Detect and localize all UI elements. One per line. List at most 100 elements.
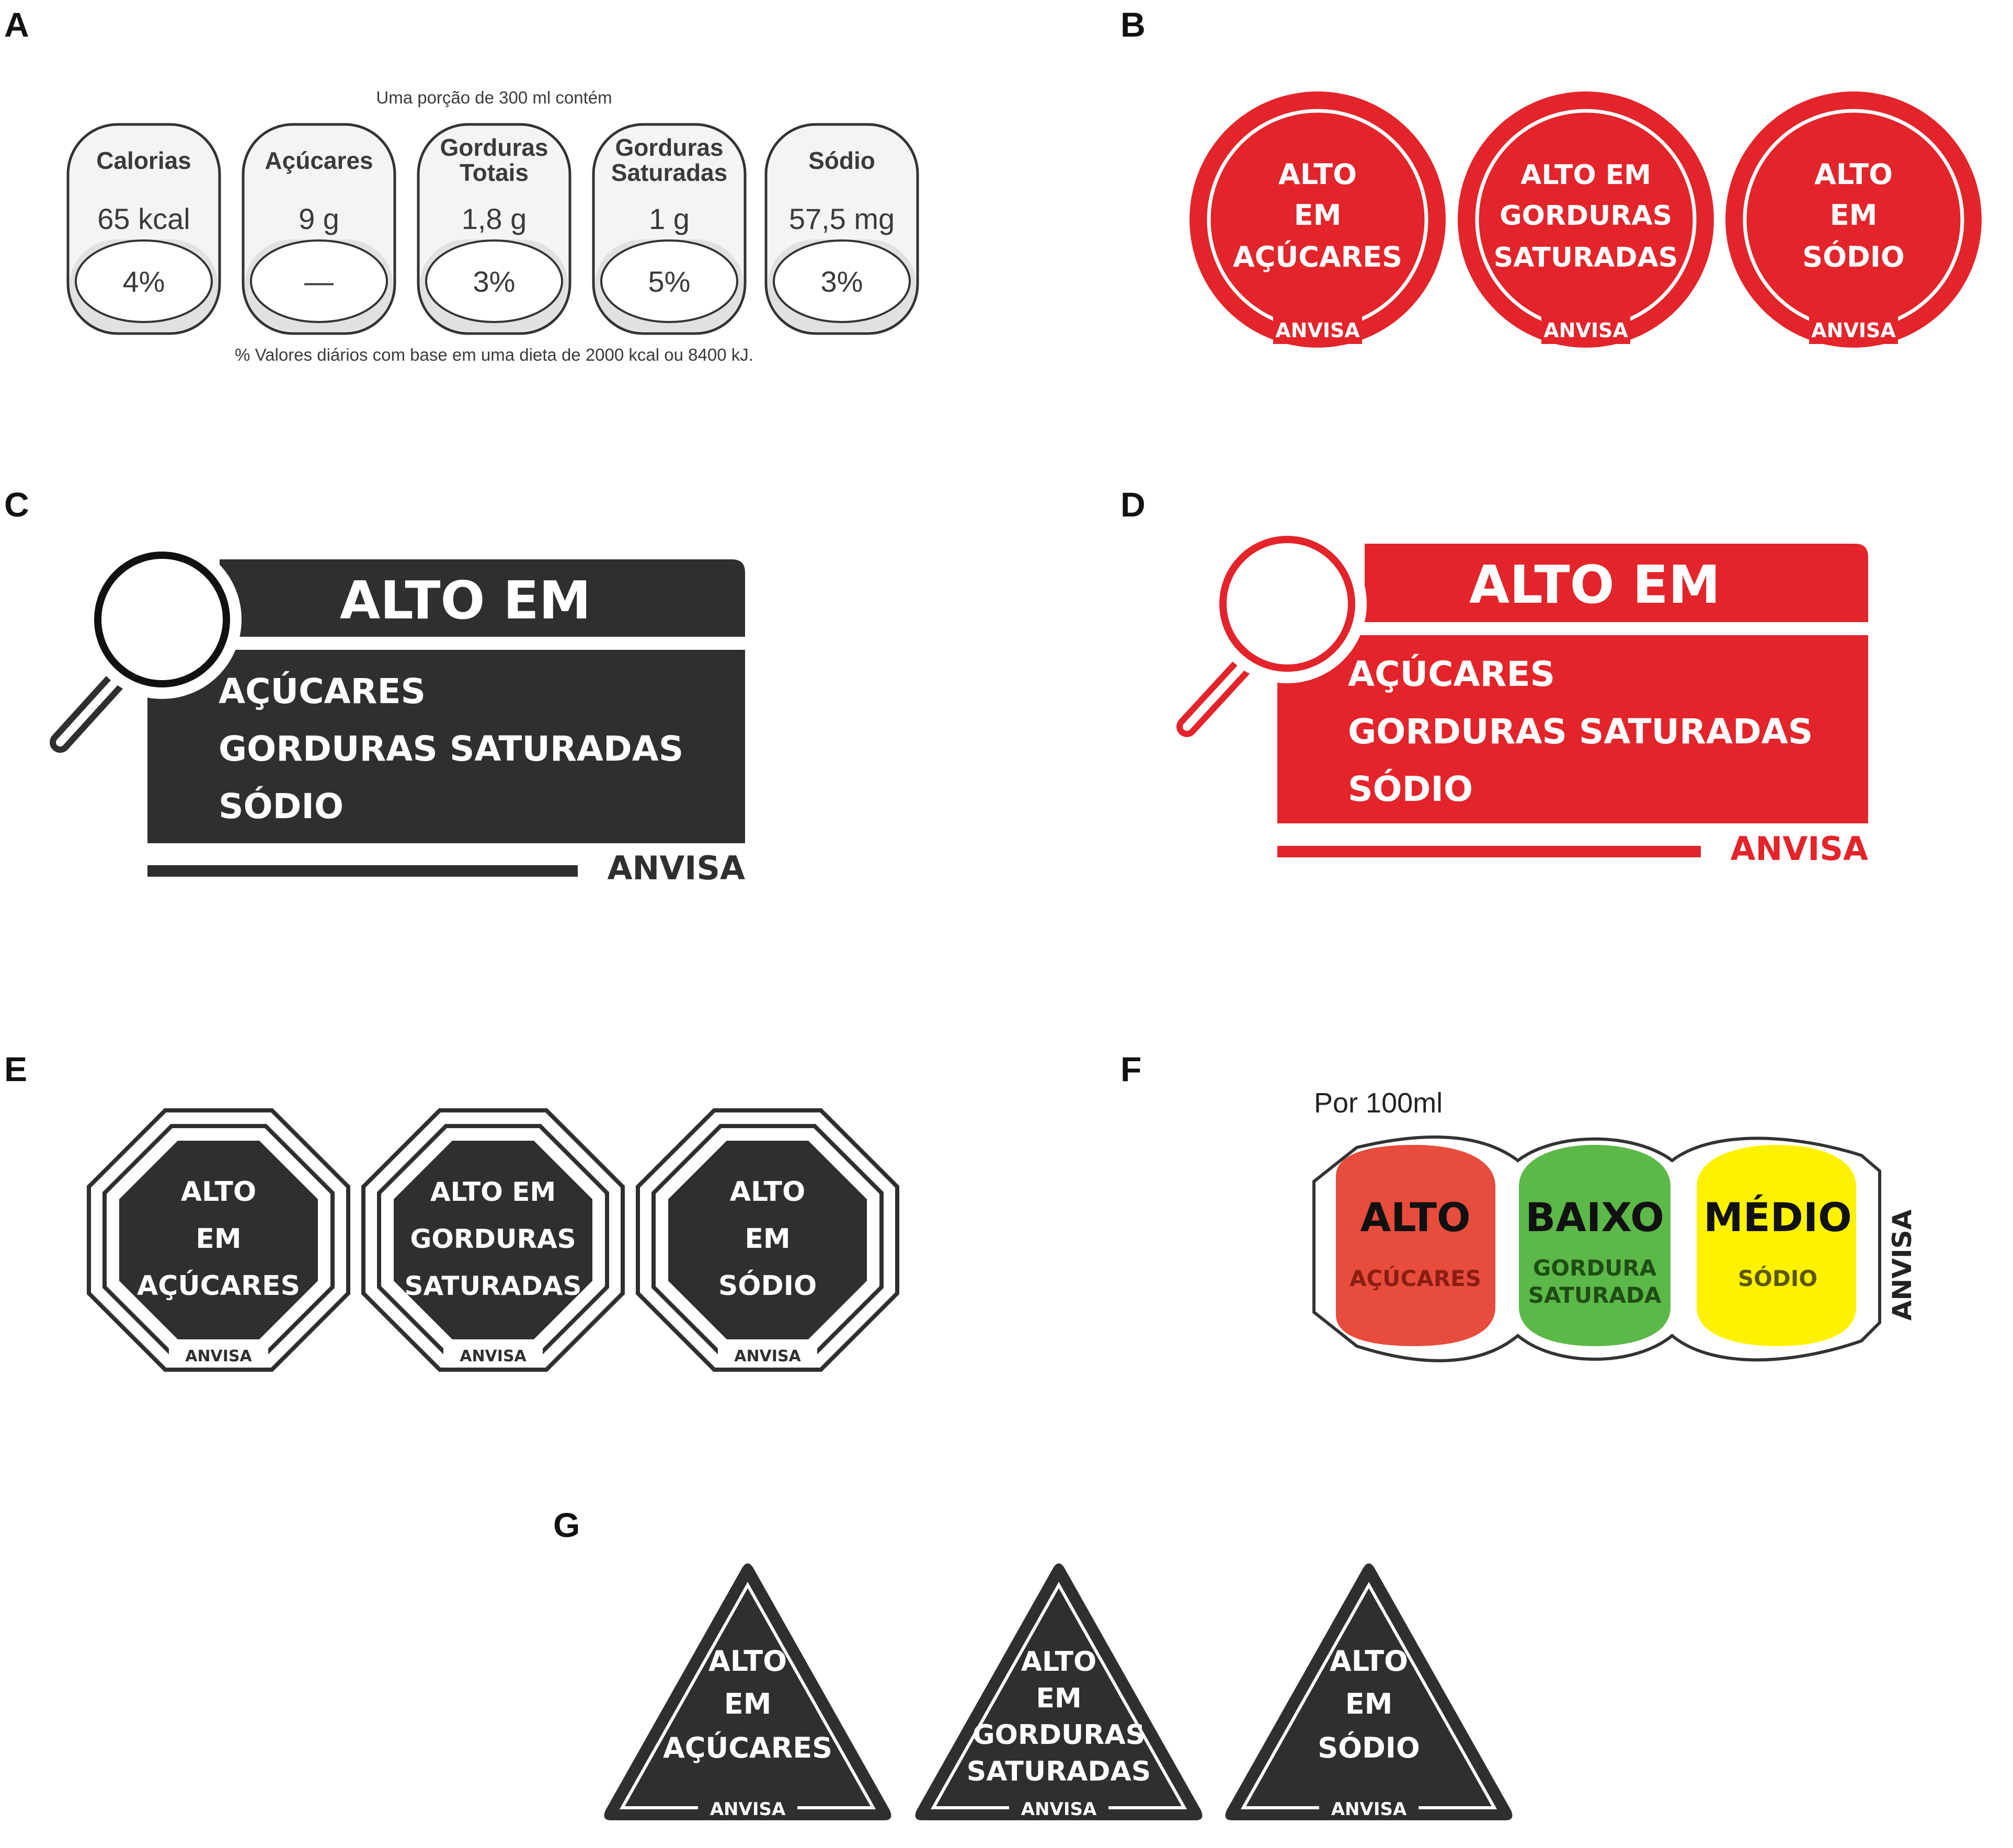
- triangle-seal: ALTO EM AÇÚCARES ANVISA: [604, 1563, 891, 1820]
- panel-c: C ALTO EM AÇÚCARES GORDURAS SATURADAS SÓ…: [4, 485, 745, 887]
- nutrient-label: GORDURA: [1533, 1255, 1657, 1281]
- nutrient-amount: 1,8 g: [462, 202, 527, 235]
- seal-line1: ALTO: [708, 1645, 787, 1678]
- panel-letter-g: G: [553, 1506, 580, 1544]
- panel-letter-b: B: [1120, 5, 1146, 44]
- list-item: AÇÚCARES: [219, 671, 426, 711]
- seal-line3: AÇÚCARES: [663, 1731, 832, 1764]
- brand-label: ANVISA: [607, 849, 745, 887]
- list-item: GORDURAS SATURADAS: [219, 729, 683, 769]
- seal-line3: SATURADAS: [1494, 242, 1678, 273]
- seal-line1: ALTO: [730, 1176, 805, 1208]
- seal-line3: AÇÚCARES: [137, 1269, 300, 1302]
- seal-line3: SÓDIO: [1318, 1731, 1420, 1764]
- per-serving: Por 100ml: [1314, 1087, 1443, 1119]
- nutrient-cylinder: Sódio 57,5 mg 3%: [764, 123, 919, 335]
- level-label: BAIXO: [1525, 1194, 1664, 1241]
- traffic-light-yellow: MÉDIO SÓDIO: [1697, 1145, 1856, 1346]
- nutrient-amount: 9 g: [299, 202, 339, 235]
- seal-line3: AÇÚCARES: [1233, 240, 1402, 273]
- seal-brand: ANVISA: [1331, 1799, 1407, 1820]
- nutrient-daily-value: 5%: [648, 265, 691, 298]
- level-label: ALTO: [1360, 1194, 1470, 1241]
- nutrient-name: Gorduras: [440, 134, 548, 161]
- panel-letter-c: C: [4, 485, 29, 524]
- nutrient-amount: 65 kcal: [97, 202, 190, 235]
- nutrient-cylinder: Calorias 65 kcal 4%: [66, 123, 221, 335]
- panel-d: D ALTO EM AÇÚCARES GORDURAS SATURADAS SÓ…: [1120, 485, 1868, 868]
- nutrient-label: AÇÚCARES: [1349, 1265, 1481, 1291]
- seal-line1: ALTO: [1021, 1646, 1096, 1678]
- nutrient-name: Gorduras: [615, 134, 723, 161]
- triangle-seal: ALTO EM GORDURAS SATURADAS ANVISA: [915, 1563, 1203, 1820]
- seal-line2: GORDURAS: [1500, 200, 1672, 232]
- panel-a: A Uma porção de 300 ml contém Calorias 6…: [4, 5, 919, 364]
- panel-g: G ALTO EM AÇÚCARES ANVISA ALTO EM GORDUR…: [553, 1506, 1513, 1820]
- nutrient-label: SÓDIO: [1738, 1265, 1817, 1291]
- seal-line1: ALTO EM: [430, 1177, 556, 1207]
- brand-label: ANVISA: [1730, 830, 1868, 868]
- seal-line3: SÓDIO: [718, 1269, 817, 1302]
- seal-line1: ALTO: [181, 1176, 256, 1208]
- nutrient-daily-value: 4%: [123, 265, 165, 298]
- list-item: AÇÚCARES: [1348, 654, 1555, 694]
- seal-line2: GORDURAS: [410, 1224, 576, 1254]
- seal-line2: EM: [1036, 1683, 1081, 1714]
- red-circle-seal: ALTO EM GORDURAS SATURADAS ANVISA: [1458, 91, 1714, 348]
- octagon-seal: ALTO EM AÇÚCARES ANVISA: [87, 1108, 350, 1372]
- nutrient-name: Sódio: [808, 147, 875, 174]
- list-item: SÓDIO: [1348, 769, 1473, 809]
- seal-brand: ANVISA: [1811, 319, 1896, 342]
- panel-e: E ALTO EM AÇÚCARES ANVISA ALTO EM GORDUR…: [4, 1050, 899, 1372]
- nutrient-cylinder: Açúcares 9 g —: [242, 123, 396, 335]
- seal-line4: SATURADAS: [967, 1756, 1151, 1787]
- daily-values-footnote: % Valores diários com base em uma dieta …: [235, 345, 753, 364]
- red-circle-seal: ALTO EM AÇÚCARES ANVISA: [1190, 91, 1446, 348]
- seal-line2: EM: [196, 1223, 241, 1255]
- seal-line2: EM: [1345, 1688, 1393, 1720]
- triangle-seal: ALTO EM SÓDIO ANVISA: [1225, 1563, 1513, 1820]
- nutrient-cylinder: Gorduras Totais 1,8 g 3%: [417, 123, 571, 335]
- traffic-light-red: ALTO AÇÚCARES: [1336, 1145, 1495, 1346]
- header-title: ALTO EM: [340, 570, 591, 631]
- seal-line2: EM: [1294, 199, 1342, 232]
- panel-letter-d: D: [1120, 485, 1146, 524]
- header-title: ALTO EM: [1469, 554, 1720, 615]
- seal-line3: GORDURAS: [973, 1719, 1145, 1751]
- seal-line2: EM: [745, 1223, 790, 1255]
- nutrient-daily-value: —: [304, 265, 334, 298]
- octagon-seal: ALTO EM SÓDIO ANVISA: [636, 1108, 899, 1372]
- panel-b: B ALTO EM AÇÚCARES ANVISA ALTO EM GORDUR…: [1120, 5, 1982, 348]
- nutrient-daily-value: 3%: [821, 265, 863, 298]
- seal-line2: EM: [1830, 199, 1878, 232]
- nutrient-daily-value: 3%: [473, 265, 516, 298]
- seal-line2: EM: [724, 1688, 772, 1720]
- nutrient-cylinder: Gorduras Saturadas 1 g 5%: [592, 123, 747, 335]
- nutrient-label-line2: SATURADA: [1528, 1282, 1662, 1308]
- panel-f: F Por 100ml ALTO AÇÚCARES BAIXO GORDURA …: [1120, 1050, 1917, 1362]
- nutrient-name-line2: Saturadas: [611, 159, 727, 186]
- seal-brand: ANVISA: [710, 1799, 786, 1820]
- magnifier-icon: [50, 540, 242, 753]
- seal-line1: ALTO: [1330, 1645, 1408, 1678]
- seal-line1: ALTO: [1814, 158, 1893, 191]
- seal-brand: ANVISA: [734, 1347, 801, 1365]
- brand-label: ANVISA: [1887, 1209, 1917, 1321]
- red-circle-seal: ALTO EM SÓDIO ANVISA: [1725, 91, 1982, 348]
- panel-letter-e: E: [4, 1050, 27, 1088]
- magnifier-icon: [1176, 524, 1367, 737]
- nutrient-name: Açúcares: [265, 147, 373, 174]
- list-item: GORDURAS SATURADAS: [1348, 711, 1813, 752]
- list-item: SÓDIO: [219, 786, 344, 827]
- seal-line3: SATURADAS: [405, 1271, 582, 1301]
- seal-line1: ALTO: [1278, 158, 1357, 191]
- seal-brand: ANVISA: [1021, 1799, 1097, 1820]
- level-label: MÉDIO: [1703, 1194, 1852, 1241]
- seal-brand: ANVISA: [460, 1347, 527, 1365]
- octagon-seal: ALTO EM GORDURAS SATURADAS ANVISA: [361, 1108, 625, 1372]
- nutrient-name-line2: Totais: [460, 159, 529, 186]
- seal-line3: SÓDIO: [1802, 240, 1905, 273]
- panel-letter-f: F: [1120, 1050, 1141, 1088]
- nutrient-amount: 1 g: [649, 202, 690, 235]
